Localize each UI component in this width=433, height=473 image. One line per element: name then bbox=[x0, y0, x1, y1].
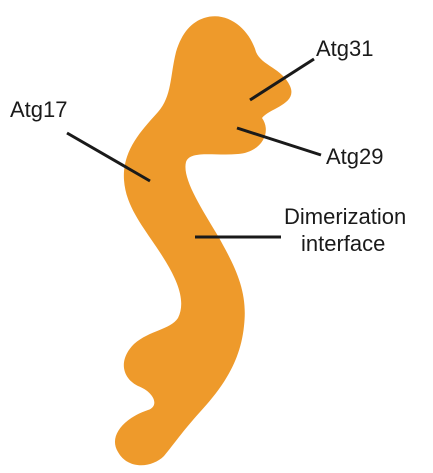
atg29-label: Atg29 bbox=[326, 144, 384, 169]
dimerization-label-line2: interface bbox=[301, 231, 385, 256]
dimerization-label-line1: Dimerization bbox=[284, 204, 406, 229]
atg31-label: Atg31 bbox=[316, 36, 374, 61]
atg17-scaffold-shape bbox=[115, 16, 291, 465]
atg17-label: Atg17 bbox=[10, 97, 68, 122]
